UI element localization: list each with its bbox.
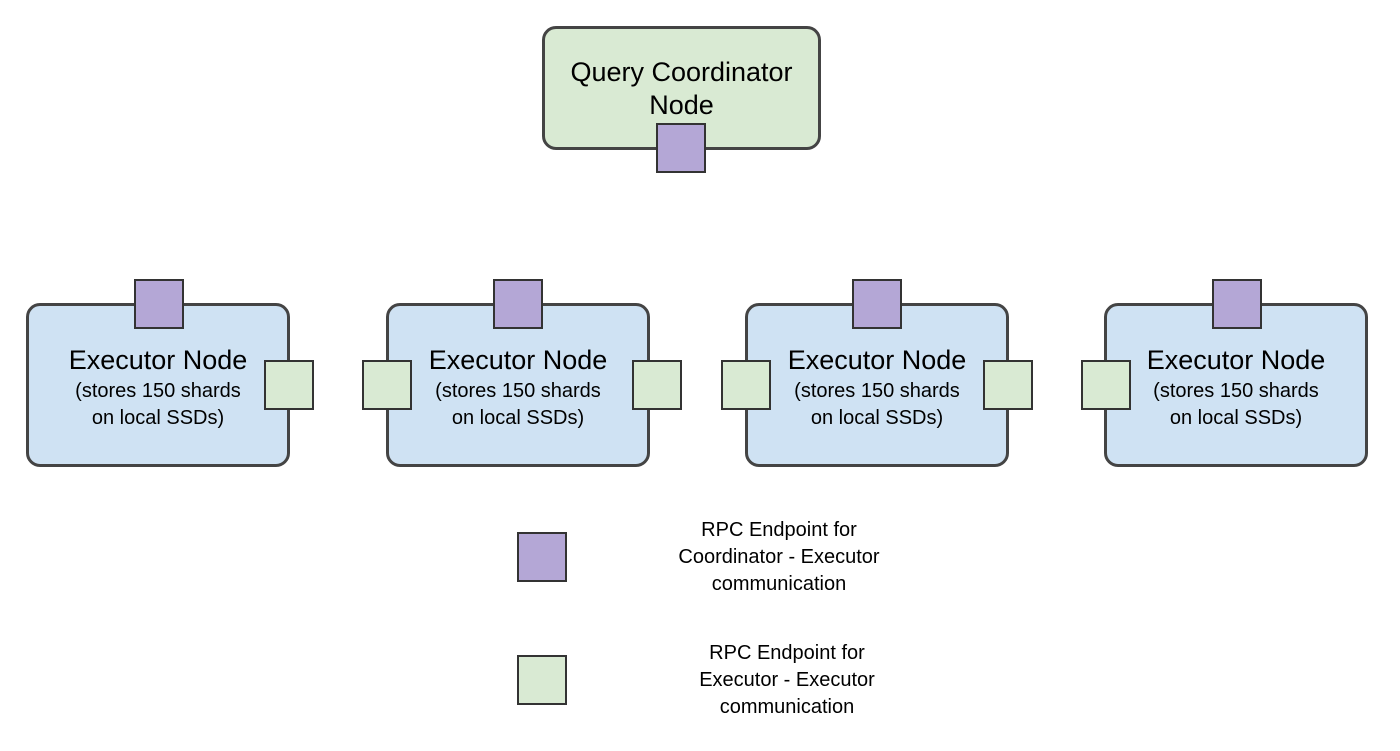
executor-title: Executor Node <box>787 345 967 375</box>
executor-executor-endpoint-right <box>264 360 314 410</box>
legend-line: Executor - Executor <box>699 669 875 691</box>
coordinator-title-line2: Node <box>649 90 714 120</box>
executor-subtitle-line1: (stores 150 shards <box>1153 380 1319 402</box>
executor-coordinator-endpoint <box>134 279 184 329</box>
executor-title: Executor Node <box>68 345 248 375</box>
executor-coordinator-endpoint <box>493 279 543 329</box>
executor-subtitle-line1: (stores 150 shards <box>75 380 241 402</box>
executor-node: Executor Node (stores 150 shards on loca… <box>1104 303 1368 467</box>
executor-coordinator-endpoint <box>852 279 902 329</box>
executor-subtitle-line2: on local SSDs) <box>810 407 944 429</box>
executor-executor-endpoint-left <box>721 360 771 410</box>
executor-node: Executor Node (stores 150 shards on loca… <box>745 303 1009 467</box>
executor-executor-endpoint-right <box>632 360 682 410</box>
executor-executor-endpoint-right <box>983 360 1033 410</box>
legend-line: communication <box>719 696 855 718</box>
executor-executor-endpoint-left <box>1081 360 1131 410</box>
executor-subtitle-line2: on local SSDs) <box>1169 407 1303 429</box>
executor-subtitle: (stores 150 shards on local SSDs) <box>1107 378 1365 432</box>
coordinator-title-line1: Query Coordinator <box>570 57 793 87</box>
coordinator-title: Query Coordinator Node <box>545 56 818 122</box>
executor-subtitle-line1: (stores 150 shards <box>794 380 960 402</box>
legend-executor-endpoint-label: RPC Endpoint for Executor - Executor com… <box>657 640 917 721</box>
executor-subtitle-line1: (stores 150 shards <box>435 380 601 402</box>
executor-subtitle-line2: on local SSDs) <box>91 407 225 429</box>
executor-subtitle: (stores 150 shards on local SSDs) <box>389 378 647 432</box>
legend-coordinator-endpoint-label: RPC Endpoint for Coordinator - Executor … <box>649 517 909 598</box>
executor-subtitle: (stores 150 shards on local SSDs) <box>29 378 287 432</box>
executor-subtitle: (stores 150 shards on local SSDs) <box>748 378 1006 432</box>
coordinator-rpc-endpoint <box>656 123 706 173</box>
executor-coordinator-endpoint <box>1212 279 1262 329</box>
legend-executor-endpoint-swatch <box>517 655 567 705</box>
legend-coordinator-endpoint-swatch <box>517 532 567 582</box>
executor-title: Executor Node <box>1146 345 1326 375</box>
legend-line: RPC Endpoint for <box>709 642 865 664</box>
legend-line: Coordinator - Executor <box>678 546 880 568</box>
executor-title: Executor Node <box>428 345 608 375</box>
executor-executor-endpoint-left <box>362 360 412 410</box>
legend-line: communication <box>711 573 847 595</box>
legend-line: RPC Endpoint for <box>701 519 857 541</box>
executor-subtitle-line2: on local SSDs) <box>451 407 585 429</box>
